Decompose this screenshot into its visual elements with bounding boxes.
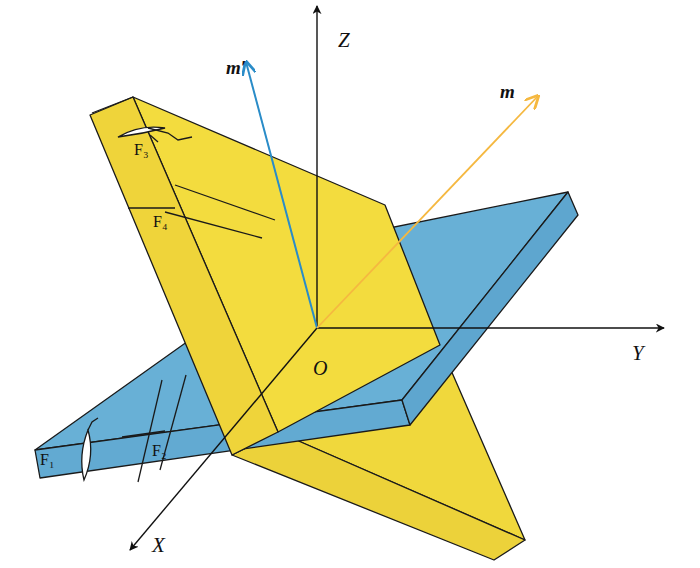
yellow-plane-bottom-face	[232, 432, 525, 560]
fracture-lines	[82, 127, 275, 482]
fracture-label: F₄	[153, 214, 167, 230]
vector-label: m′	[226, 58, 246, 77]
axis-label: X	[152, 535, 165, 556]
yellow-plane-front	[90, 97, 278, 455]
fracture-label: F₁	[40, 452, 54, 468]
normal-vector-m-prime	[246, 62, 317, 328]
vector-label: m	[500, 82, 515, 101]
blue-plane-side	[402, 192, 578, 425]
normal-vector-m	[317, 96, 538, 328]
fracture-label: F₃	[134, 142, 148, 158]
fracture-label: F₂	[152, 443, 166, 459]
axis-label: Y	[632, 343, 644, 364]
origin-label: O	[313, 358, 327, 378]
coordinate-axes	[130, 6, 664, 550]
axis-label: Z	[338, 30, 350, 51]
